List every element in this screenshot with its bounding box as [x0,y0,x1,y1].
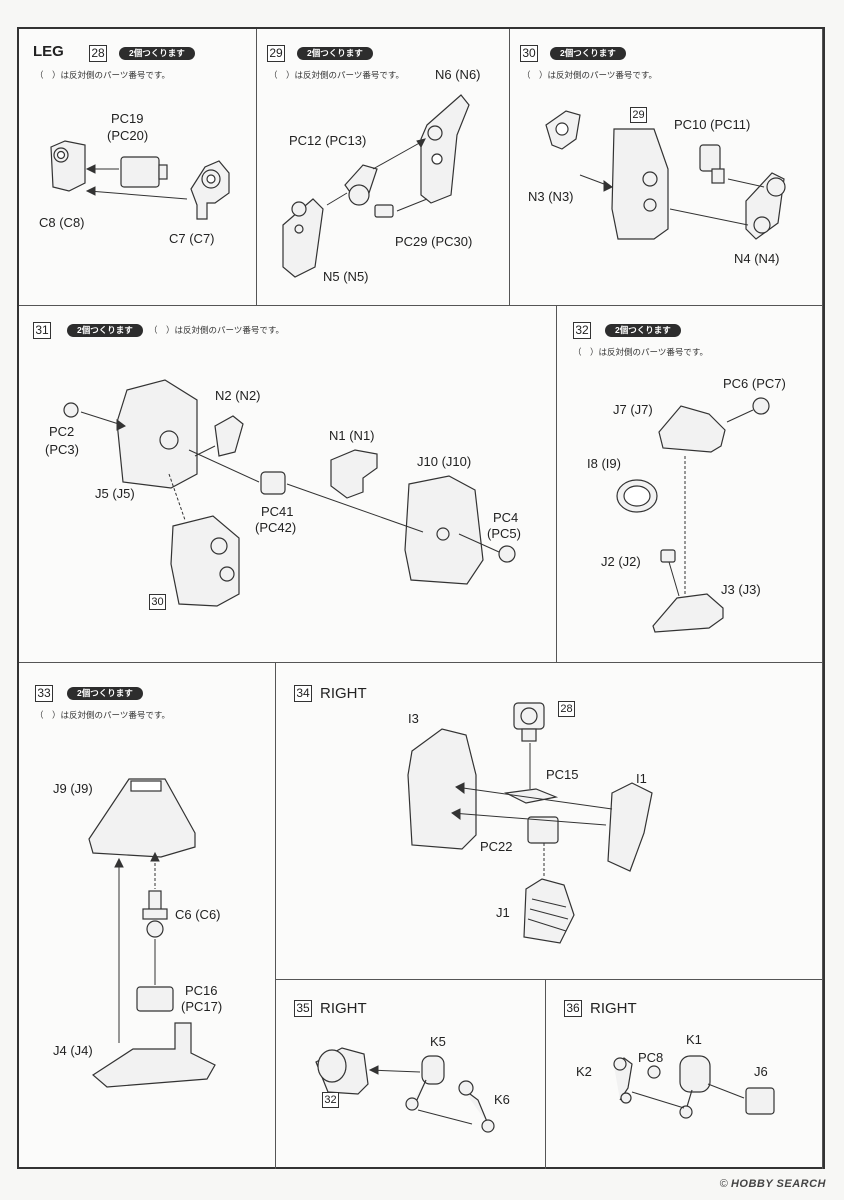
label-pc22: PC22 [480,839,513,854]
watermark-brand: HOBBY SEARCH [730,1178,826,1190]
label-i1: I1 [636,771,647,786]
label-pc5: (PC5) [487,526,521,541]
label-pc16: PC16 [185,983,218,998]
label-c6: C6 (C6) [175,907,221,922]
label-j3: J3 (J3) [721,582,761,597]
step-31-diagram [63,379,516,607]
label-pc4: PC4 [493,510,519,525]
assembly-ref-30: 30 [149,594,166,610]
label-pc17: (PC17) [181,999,223,1014]
side-title: RIGHT [320,1000,367,1017]
step-29-diagram [282,94,470,278]
step-36-panel: 36 RIGHT K2 PC8 K1 J6 [546,980,823,1169]
label-j6: J6 [754,1064,768,1079]
label-i3: I3 [408,711,419,726]
label-c7: C7 (C7) [169,231,215,246]
assembly-ref-28: 28 [558,701,575,717]
label-i8: I8 (I9) [587,456,621,471]
label-pc15: PC15 [546,767,579,782]
step-number: 36 [564,1000,582,1017]
label-j1: J1 [496,905,510,920]
step-28-panel: LEG 28 2個つくります （ ）は反対側のパーツ番号です。 PC19 (PC… [19,29,257,306]
label-pc8: PC8 [638,1050,664,1065]
step-number: 33 [35,685,53,702]
step-34-diagram [407,702,653,944]
label-k2: K2 [576,1064,592,1079]
label-pc20: (PC20) [107,128,149,143]
make-two-badge: 2個つくります [297,47,373,60]
label-j5: J5 (J5) [95,486,135,501]
reverse-part-note: （ ）は反対側のパーツ番号です。 [522,70,657,80]
label-pc12: PC12 (PC13) [289,133,367,148]
make-two-badge: 2個つくります [550,47,626,60]
step-36-diagram [613,1055,775,1119]
reverse-part-note: （ ）は反対側のパーツ番号です。 [149,325,284,335]
label-j2: J2 (J2) [601,554,641,569]
label-pc42: (PC42) [255,520,297,535]
label-n6: N6 (N6) [435,67,481,82]
make-two-badge: 2個つくります [119,47,195,60]
step-30-panel: 30 2個つくります （ ）は反対側のパーツ番号です。 29 PC10 (PC1… [510,29,823,306]
step-33-panel: 33 2個つくります （ ）は反対側のパーツ番号です。 J9 (J9) C6 (… [19,663,276,1169]
step-34-panel: 34 RIGHT [276,663,823,980]
step-32-panel: 32 2個つくります （ ）は反対側のパーツ番号です。 PC6 (PC7) J7… [557,306,823,663]
side-title: RIGHT [320,685,367,702]
step-number: 31 [33,322,51,339]
section-title: LEG [33,43,64,60]
step-35-panel: 35 RIGHT 32 K5 K6 [276,980,546,1169]
reverse-part-note: （ ）は反対側のパーツ番号です。 [35,710,170,720]
assembly-ref-32: 32 [322,1092,339,1108]
label-n4: N4 (N4) [734,251,780,266]
label-k1: K1 [686,1032,702,1047]
make-two-badge: 2個つくります [605,324,681,337]
make-two-badge: 2個つくります [67,324,143,337]
label-c8: C8 (C8) [39,215,85,230]
reverse-part-note: （ ）は反対側のパーツ番号です。 [35,70,170,80]
label-n5: N5 (N5) [323,269,369,284]
label-j9: J9 (J9) [53,781,93,796]
step-number: 29 [267,45,285,62]
label-n2: N2 (N2) [215,388,261,403]
label-pc2: PC2 [49,424,75,439]
label-j4: J4 (J4) [53,1043,93,1058]
step-33-diagram [88,778,216,1088]
step-31-panel: 31 2個つくります （ ）は反対側のパーツ番号です。 [19,306,557,663]
step-number: 34 [294,685,312,702]
make-two-badge: 2個つくります [67,687,143,700]
step-29-panel: 29 2個つくります （ ）は反対側のパーツ番号です。 N6 (N6) PC12… [257,29,510,306]
step-28-diagram [50,140,230,220]
label-pc10: PC10 (PC11) [674,117,751,132]
reverse-part-note: （ ）は反対側のパーツ番号です。 [573,347,708,357]
assembly-ref-29: 29 [630,107,647,123]
step-number: 35 [294,1000,312,1017]
label-n1: N1 (N1) [329,428,375,443]
label-k5: K5 [430,1034,446,1049]
reverse-part-note: （ ）は反対側のパーツ番号です。 [269,70,404,80]
step-number: 28 [89,45,107,62]
label-j10: J10 (J10) [417,454,472,469]
label-pc29: PC29 (PC30) [395,234,473,249]
label-pc41: PC41 [261,504,294,519]
side-title: RIGHT [590,1000,637,1017]
step-32-diagram [616,397,770,633]
step-35-diagram [315,1047,495,1133]
copyright-mark: © [719,1178,728,1190]
label-pc3: (PC3) [45,442,79,457]
label-j7: J7 (J7) [613,402,653,417]
step-number: 30 [520,45,538,62]
label-k6: K6 [494,1092,510,1107]
label-pc19: PC19 [111,111,144,126]
label-pc6: PC6 (PC7) [723,376,786,391]
step-number: 32 [573,322,591,339]
label-n3: N3 (N3) [528,189,574,204]
step-30-diagram [545,110,786,240]
watermark: © HOBBY SEARCH [720,1178,826,1190]
